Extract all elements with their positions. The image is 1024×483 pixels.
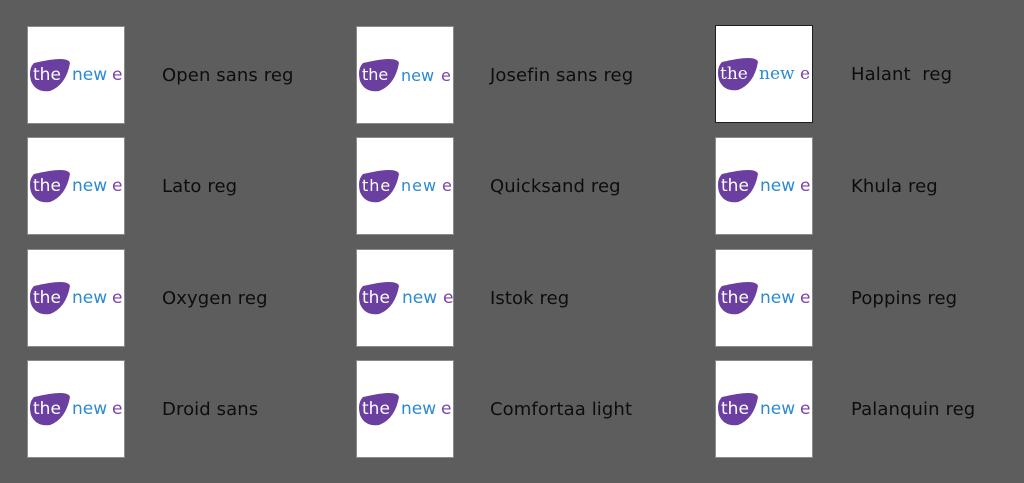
- svg-text:e: e: [112, 399, 122, 419]
- svg-text:e: e: [800, 399, 810, 419]
- font-option-quicksand[interactable]: the new e Quicksand reg: [356, 137, 621, 235]
- the-new-e-logo: the new e: [716, 278, 812, 318]
- svg-text:new: new: [72, 176, 107, 196]
- svg-text:new: new: [760, 399, 795, 419]
- svg-text:e: e: [112, 288, 122, 308]
- logo-thumbnail[interactable]: the new e: [356, 137, 454, 235]
- font-option-josefin-sans[interactable]: the new e Josefin sans reg: [356, 26, 633, 124]
- svg-text:the: the: [33, 399, 61, 419]
- font-label: Quicksand reg: [490, 175, 621, 197]
- the-new-e-logo: the new e: [357, 389, 453, 429]
- svg-text:the: the: [362, 399, 390, 419]
- the-new-e-logo: the new e: [28, 166, 124, 206]
- logo-thumbnail[interactable]: the new e: [27, 26, 125, 124]
- svg-text:the: the: [721, 176, 749, 196]
- svg-text:new: new: [402, 288, 437, 308]
- font-option-halant[interactable]: the new e Halant reg: [715, 25, 952, 123]
- svg-text:new: new: [401, 66, 434, 85]
- svg-text:the: the: [362, 65, 388, 84]
- font-label: Istok reg: [490, 287, 570, 309]
- the-new-e-logo: the new e: [716, 54, 812, 94]
- font-option-poppins[interactable]: the new e Poppins reg: [715, 249, 957, 347]
- logo-thumbnail[interactable]: the new e: [27, 249, 125, 347]
- font-option-comfortaa[interactable]: the new e Comfortaa light: [356, 360, 632, 458]
- svg-text:e: e: [441, 66, 451, 85]
- svg-text:new: new: [72, 399, 107, 419]
- svg-text:new: new: [760, 288, 795, 308]
- svg-text:e: e: [443, 288, 453, 308]
- font-label: Halant reg: [851, 63, 953, 85]
- the-new-e-logo: the new e: [28, 55, 124, 95]
- svg-text:new: new: [401, 176, 437, 195]
- font-label: Lato reg: [162, 175, 238, 197]
- font-option-droid-sans[interactable]: the new e Droid sans: [27, 360, 258, 458]
- svg-text:new: new: [72, 288, 107, 308]
- svg-text:e: e: [441, 399, 451, 419]
- font-label: Khula reg: [851, 175, 938, 197]
- svg-text:the: the: [362, 176, 391, 195]
- svg-text:e: e: [800, 176, 810, 196]
- font-label: Josefin sans reg: [490, 64, 634, 86]
- svg-text:e: e: [112, 176, 122, 196]
- the-new-e-logo: the new e: [357, 55, 453, 95]
- logo-thumbnail[interactable]: the new e: [356, 249, 454, 347]
- font-label: Palanquin reg: [851, 398, 976, 420]
- svg-text:e: e: [112, 65, 122, 85]
- svg-text:the: the: [720, 64, 748, 84]
- the-new-e-logo: the new e: [357, 166, 453, 206]
- logo-thumbnail[interactable]: the new e: [27, 137, 125, 235]
- logo-thumbnail[interactable]: the new e: [356, 26, 454, 124]
- logo-thumbnail[interactable]: the new e: [715, 360, 813, 458]
- logo-thumbnail[interactable]: the new e: [715, 25, 813, 123]
- logo-thumbnail[interactable]: the new e: [27, 360, 125, 458]
- logo-thumbnail[interactable]: the new e: [715, 249, 813, 347]
- font-label: Comfortaa light: [490, 398, 633, 420]
- the-new-e-logo: the new e: [357, 278, 453, 318]
- font-option-oxygen[interactable]: the new e Oxygen reg: [27, 249, 268, 347]
- the-new-e-logo: the new e: [28, 278, 124, 318]
- font-label: Open sans reg: [162, 64, 294, 86]
- the-new-e-logo: the new e: [28, 389, 124, 429]
- svg-text:new: new: [759, 64, 795, 84]
- logo-thumbnail[interactable]: the new e: [715, 137, 813, 235]
- font-option-lato[interactable]: the new e Lato reg: [27, 137, 237, 235]
- svg-text:the: the: [721, 399, 749, 419]
- font-option-khula[interactable]: the new e Khula reg: [715, 137, 938, 235]
- font-label: Droid sans: [162, 398, 259, 420]
- font-label: Poppins reg: [851, 287, 958, 309]
- svg-text:new: new: [72, 65, 107, 85]
- font-option-istok[interactable]: the new e Istok reg: [356, 249, 569, 347]
- logo-thumbnail[interactable]: the new e: [356, 360, 454, 458]
- svg-text:the: the: [33, 176, 61, 196]
- svg-text:new: new: [760, 176, 795, 196]
- svg-text:the: the: [33, 288, 61, 308]
- svg-text:the: the: [721, 288, 749, 308]
- svg-text:the: the: [33, 65, 61, 85]
- svg-text:the: the: [362, 288, 390, 308]
- svg-text:e: e: [442, 176, 452, 195]
- the-new-e-logo: the new e: [716, 389, 812, 429]
- font-option-palanquin[interactable]: the new e Palanquin reg: [715, 360, 975, 458]
- svg-text:e: e: [800, 64, 810, 84]
- svg-text:e: e: [800, 288, 810, 308]
- the-new-e-logo: the new e: [716, 166, 812, 206]
- font-label: Oxygen reg: [162, 287, 268, 309]
- font-option-open-sans[interactable]: the new e Open sans reg: [27, 26, 294, 124]
- svg-text:new: new: [401, 399, 436, 419]
